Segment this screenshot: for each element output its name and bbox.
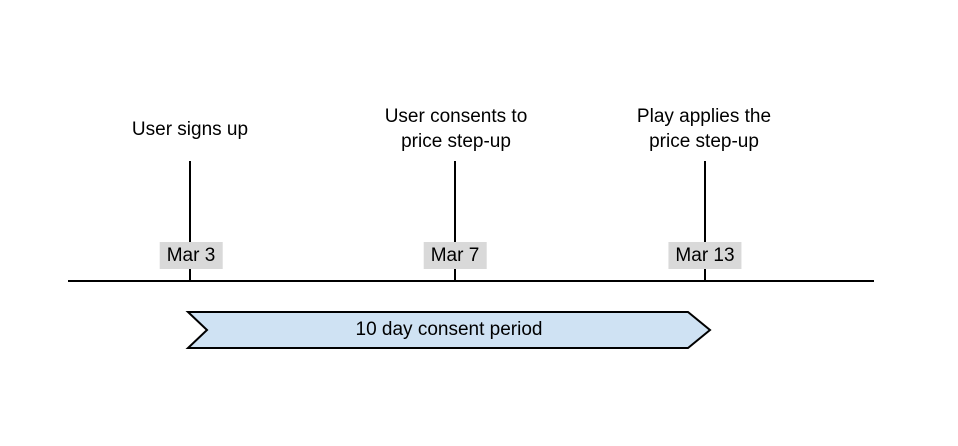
timeline-axis <box>68 280 874 282</box>
event-tick-line <box>454 161 456 282</box>
event-label-signup: User signs up <box>131 119 249 140</box>
event-tick-line <box>189 161 191 282</box>
date-chip: Mar 3 <box>159 242 223 269</box>
event-label-consent: User consents to price step-up <box>384 106 528 152</box>
consent-period-label: 10 day consent period <box>355 319 543 340</box>
date-chip: Mar 13 <box>668 242 742 269</box>
event-tick-line <box>704 161 706 282</box>
consent-period-ribbon <box>185 311 712 349</box>
ribbon-arrow-shape <box>185 311 712 349</box>
date-chip: Mar 7 <box>423 242 487 269</box>
event-label-apply: Play applies the price step-up <box>636 106 772 152</box>
